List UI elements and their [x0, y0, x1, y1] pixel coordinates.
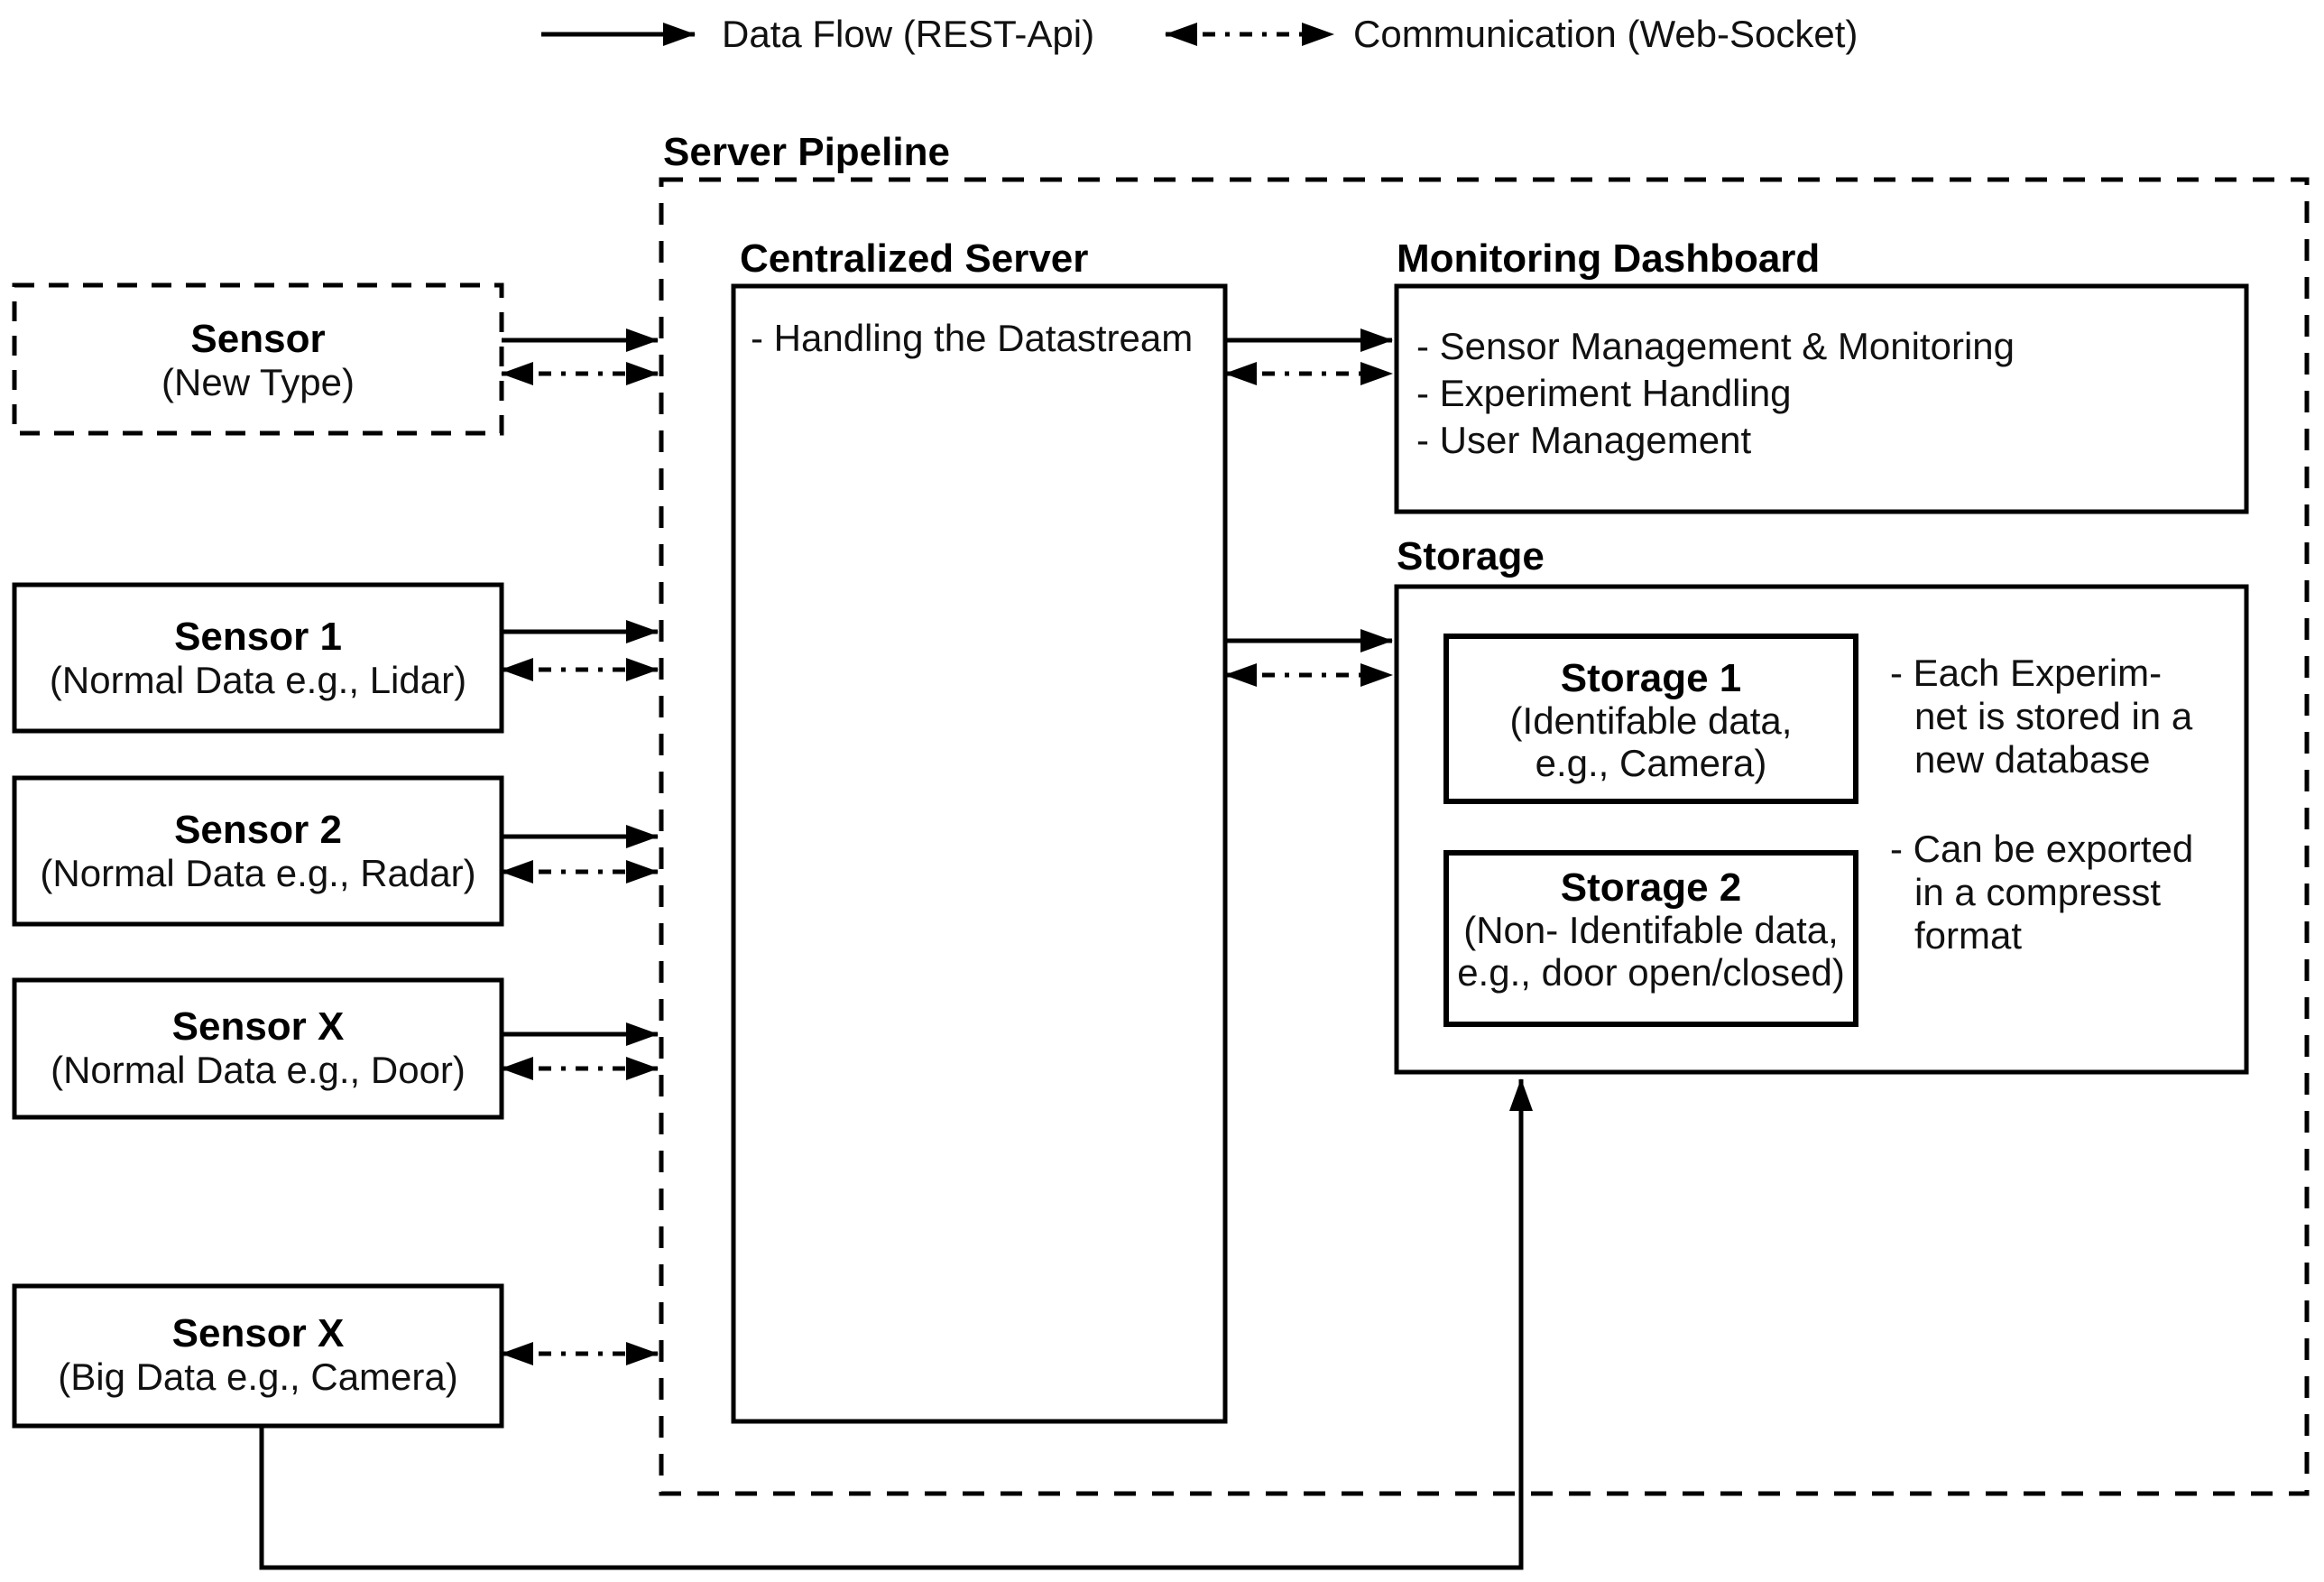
monitoring-dashboard-bullet: - User Management: [1416, 419, 1751, 461]
sensor-title: Sensor X: [172, 1004, 345, 1049]
storage-1-line: (Identifable data,: [1510, 699, 1793, 742]
sensor-subtitle: (Normal Data e.g., Lidar): [50, 659, 466, 701]
sensor-x-normal-box: [12, 977, 504, 1120]
sensor-1: Sensor 1 (Normal Data e.g., Lidar): [12, 582, 504, 734]
storage-2-line: e.g., door open/closed): [1457, 951, 1845, 994]
server-internal-arrows: [1224, 328, 1393, 687]
monitoring-dashboard-box: [1394, 283, 2249, 514]
legend: Data Flow (REST-Api) Communication (Web-…: [541, 13, 1858, 55]
sensor-title: Sensor 1: [174, 615, 342, 659]
dataflow-arrow-bigdata-to-storage: [259, 1078, 1533, 1570]
storage-note-line: - Each Experim-: [1890, 652, 2162, 694]
sensor-new-type-box: [12, 282, 504, 436]
sensor-title: Sensor 2: [174, 808, 342, 852]
storage-notes: - Each Experim- net is stored in a new d…: [1890, 652, 2193, 957]
server-pipeline-container: Server Pipeline: [659, 130, 2310, 1496]
sensor-pipeline-arrows: [501, 328, 659, 1365]
sensor-title: Sensor: [190, 317, 325, 361]
storage-box: [1394, 584, 2249, 1075]
legend-dataflow-label: Data Flow (REST-Api): [722, 13, 1094, 55]
monitoring-dashboard-title: Monitoring Dashboard: [1397, 236, 1820, 281]
storage-1: Storage 1 (Identifable data, e.g., Camer…: [1443, 634, 1858, 804]
storage-2: Storage 2 (Non- Identifable data, e.g., …: [1443, 850, 1858, 1027]
centralized-server-box: [731, 283, 1228, 1424]
storage-1-line: e.g., Camera): [1536, 742, 1767, 784]
centralized-server: Centralized Server - Handling the Datast…: [731, 236, 1228, 1424]
centralized-server-title: Centralized Server: [740, 236, 1088, 281]
sensor-subtitle: (Normal Data e.g., Radar): [40, 852, 475, 894]
storage-1-title: Storage 1: [1561, 656, 1742, 700]
monitoring-dashboard: Monitoring Dashboard - Sensor Management…: [1394, 236, 2249, 514]
sensor-new-type: Sensor (New Type): [12, 282, 504, 436]
sensor-subtitle: (Big Data e.g., Camera): [58, 1355, 458, 1398]
sensor-subtitle: (Normal Data e.g., Door): [51, 1049, 466, 1091]
legend-communication-label: Communication (Web-Socket): [1353, 13, 1858, 55]
monitoring-dashboard-bullet: - Sensor Management & Monitoring: [1416, 325, 2015, 367]
centralized-server-bullet: - Handling the Datastream: [751, 317, 1193, 359]
sensor-2-box: [12, 775, 504, 927]
sensor-subtitle: (New Type): [161, 361, 355, 403]
sensor-x-normal: Sensor X (Normal Data e.g., Door): [12, 977, 504, 1120]
monitoring-dashboard-bullet: - Experiment Handling: [1416, 372, 1792, 414]
storage-note-line: new database: [1914, 738, 2151, 781]
storage-note-line: - Can be exported: [1890, 828, 2193, 870]
storage-2-line: (Non- Identifable data,: [1463, 909, 1839, 951]
storage-1-box: [1443, 634, 1858, 804]
sensor-x-bigdata: Sensor X (Big Data e.g., Camera): [12, 1283, 504, 1429]
storage-note-line: net is stored in a: [1914, 695, 2193, 737]
storage-section: Storage Storage 1 (Identifable data, e.g…: [1394, 534, 2249, 1075]
sensor-2: Sensor 2 (Normal Data e.g., Radar): [12, 775, 504, 927]
storage-note-line: format: [1914, 914, 2022, 957]
sensor-title: Sensor X: [172, 1311, 345, 1355]
storage-note-line: in a compresst: [1914, 871, 2161, 913]
storage-2-title: Storage 2: [1561, 865, 1742, 910]
storage-2-box: [1443, 850, 1858, 1027]
server-pipeline-title: Server Pipeline: [663, 130, 950, 174]
storage-title: Storage: [1397, 534, 1545, 578]
